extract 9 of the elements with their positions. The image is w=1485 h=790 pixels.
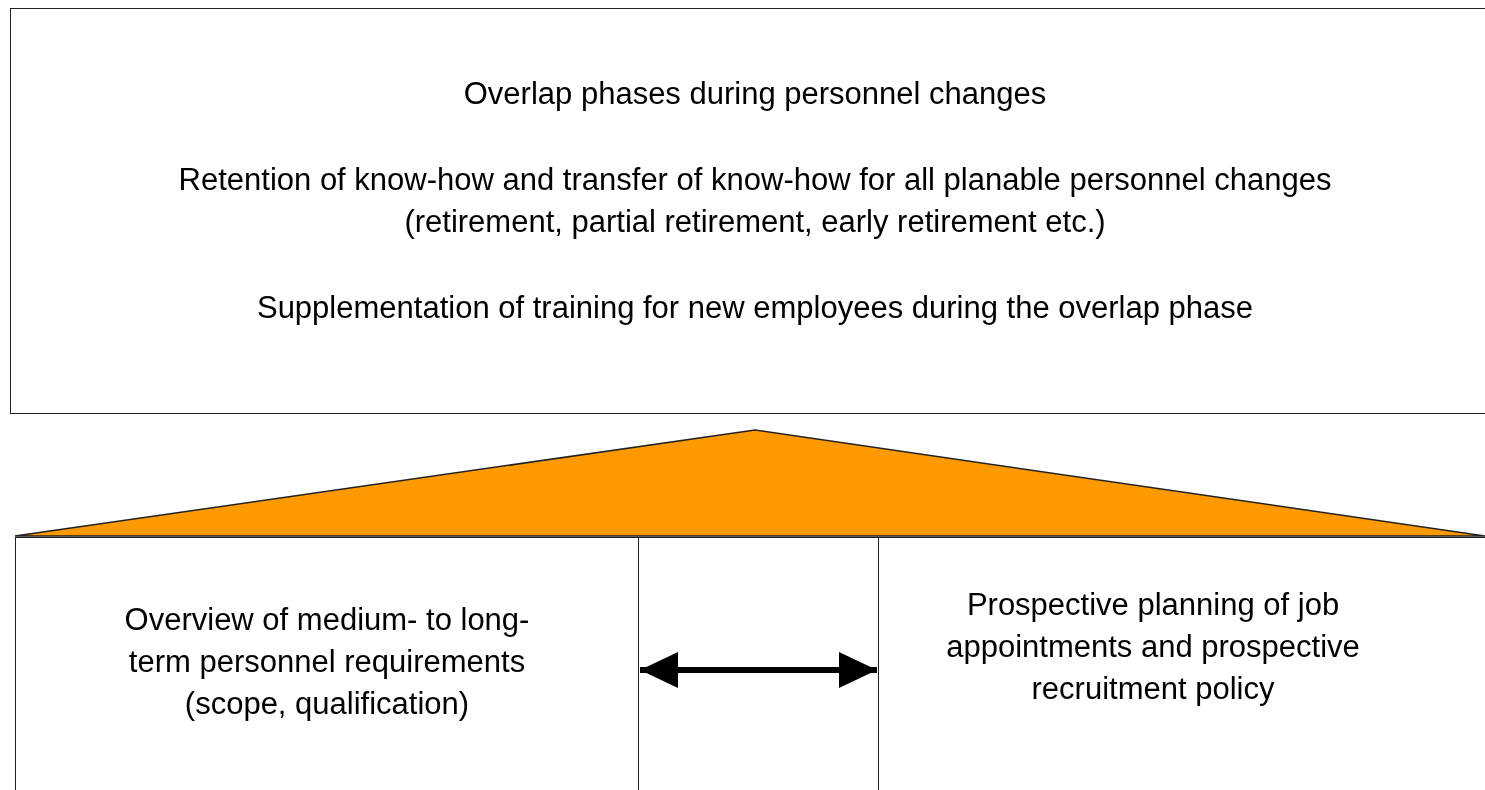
box-text: Prospective planning of job appointments and prospective recruitment policy [945,586,1361,708]
box-text: Overview of medium- to long-term personnel requirements (scope, qualification) [123,601,531,723]
box-text: Overlap phases during personnel changes [463,75,1047,113]
box-text: Retention of know-how and transfer of know-how for all planable personnel changes (retirement, partial retirement, early retirement etc.) [177,161,1333,241]
box-text: Supplementation of training for new employees during the overlap phase [256,289,1254,327]
text-box [10,8,1485,414]
double-arrow [640,652,877,688]
text-box [15,537,639,790]
roof-triangle [14,429,1485,537]
